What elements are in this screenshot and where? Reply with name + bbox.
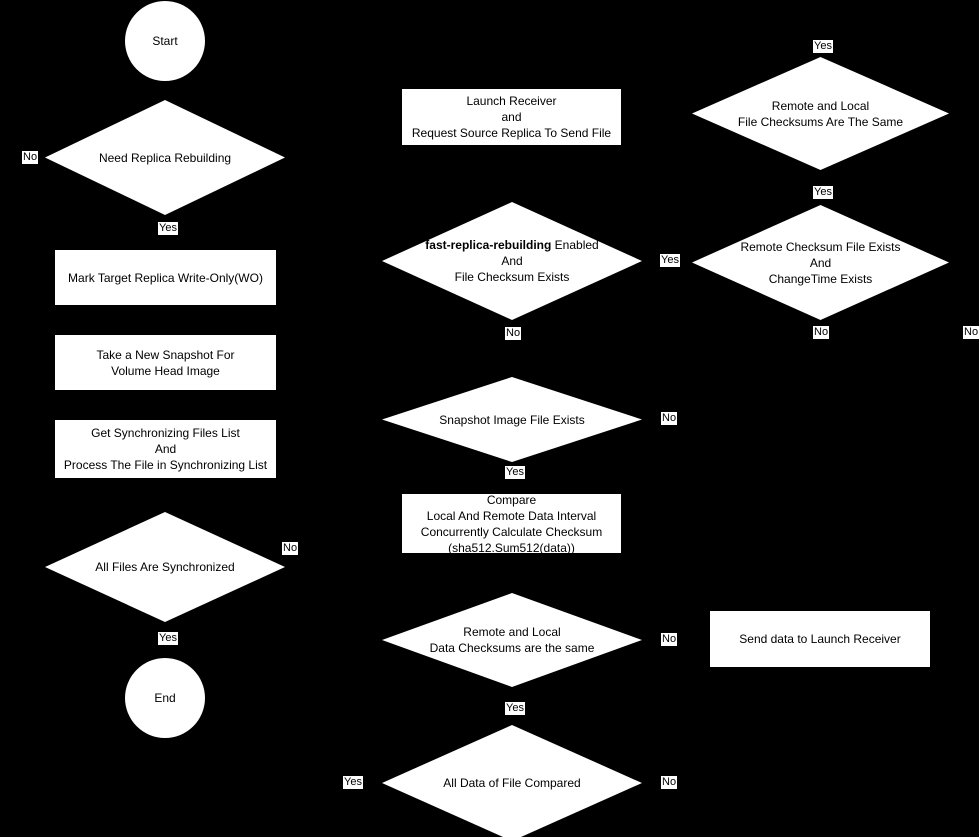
node-file-checksums-same-label: Remote and Local File Checksums Are The … (737, 98, 904, 129)
node-take-new-snapshot[interactable]: Take a New Snapshot For Volume Head Imag… (55, 335, 276, 390)
node-launch-receiver[interactable]: Launch Receiver and Request Source Repli… (402, 89, 621, 145)
node-compare-data-interval-label: Compare Local And Remote Data Interval C… (420, 492, 603, 555)
node-fast-replica-rebuilding-rest: Enabled And File Checksum Exists (454, 238, 599, 284)
node-remote-checksum-changetime-label: Remote Checksum File Exists And ChangeTi… (740, 239, 901, 286)
node-fast-replica-rebuilding-keyword: fast-replica-rebuilding (425, 238, 552, 252)
node-take-new-snapshot-label: Take a New Snapshot For Volume Head Imag… (96, 347, 235, 378)
edge-label-all-files-sync-no: No (282, 542, 299, 555)
node-get-sync-files-list[interactable]: Get Synchronizing Files List And Process… (55, 420, 276, 478)
edge-label-file-checksums-same-top-yes: Yes (813, 40, 833, 53)
edge-label-snapshot-exists-no: No (661, 412, 678, 425)
node-send-data-to-receiver-label: Send data to Launch Receiver (739, 632, 901, 646)
node-need-replica-rebuilding[interactable]: Need Replica Rebuilding (45, 100, 285, 215)
node-end[interactable]: End (125, 658, 205, 738)
node-remote-checksum-changetime[interactable]: Remote Checksum File Exists And ChangeTi… (692, 205, 949, 320)
edge-label-need-rebuilding-yes: Yes (158, 222, 178, 235)
edge-label-data-checksums-yes: Yes (505, 702, 525, 715)
node-start[interactable]: Start (125, 1, 205, 81)
node-snapshot-image-file-exists-label: Snapshot Image File Exists (439, 412, 585, 427)
edge-label-need-rebuilding-no: No (22, 151, 39, 164)
node-end-label: End (154, 691, 176, 705)
edge-label-file-checksums-same-bottom-yes: Yes (813, 186, 833, 199)
edge-label-data-checksums-no: No (661, 633, 678, 646)
node-all-files-synchronized[interactable]: All Files Are Synchronized (45, 512, 285, 622)
node-snapshot-image-file-exists[interactable]: Snapshot Image File Exists (382, 377, 642, 462)
edge-label-all-files-sync-yes: Yes (158, 632, 178, 645)
edge-label-remote-checksum-right-no: No (963, 326, 979, 339)
node-all-data-compared-label: All Data of File Compared (443, 776, 581, 790)
node-all-data-compared[interactable]: All Data of File Compared (382, 725, 642, 837)
node-all-files-synchronized-label: All Files Are Synchronized (95, 560, 235, 574)
node-need-replica-rebuilding-label: Need Replica Rebuilding (98, 150, 232, 165)
node-fast-replica-rebuilding[interactable]: fast-replica-rebuilding Enabled And File… (382, 202, 642, 320)
node-get-sync-files-list-label: Get Synchronizing Files List And Process… (63, 426, 268, 472)
node-send-data-to-receiver[interactable]: Send data to Launch Receiver (710, 611, 930, 667)
node-compare-data-interval[interactable]: Compare Local And Remote Data Interval C… (402, 492, 621, 555)
node-data-checksums-same-label: Remote and Local Data Checksums are the … (429, 625, 595, 655)
edge-label-fast-replica-yes: Yes (660, 254, 680, 267)
node-mark-target-replica-label: Mark Target Replica Write-Only(WO) (68, 270, 263, 285)
edge-label-fast-replica-no: No (505, 327, 522, 340)
node-launch-receiver-label: Launch Receiver and Request Source Repli… (411, 94, 612, 140)
node-fast-replica-rebuilding-label: fast-replica-rebuilding Enabled And File… (419, 237, 604, 285)
node-file-checksums-same[interactable]: Remote and Local File Checksums Are The … (692, 57, 949, 170)
edge-label-remote-checksum-no: No (813, 326, 830, 339)
node-data-checksums-same[interactable]: Remote and Local Data Checksums are the … (382, 593, 642, 687)
node-start-label: Start (152, 34, 178, 48)
edge-label-all-data-compared-no: No (661, 776, 678, 789)
edge-label-all-data-compared-yes: Yes (343, 776, 363, 789)
node-mark-target-replica[interactable]: Mark Target Replica Write-Only(WO) (55, 250, 276, 305)
edge-label-snapshot-exists-yes: Yes (505, 466, 525, 479)
